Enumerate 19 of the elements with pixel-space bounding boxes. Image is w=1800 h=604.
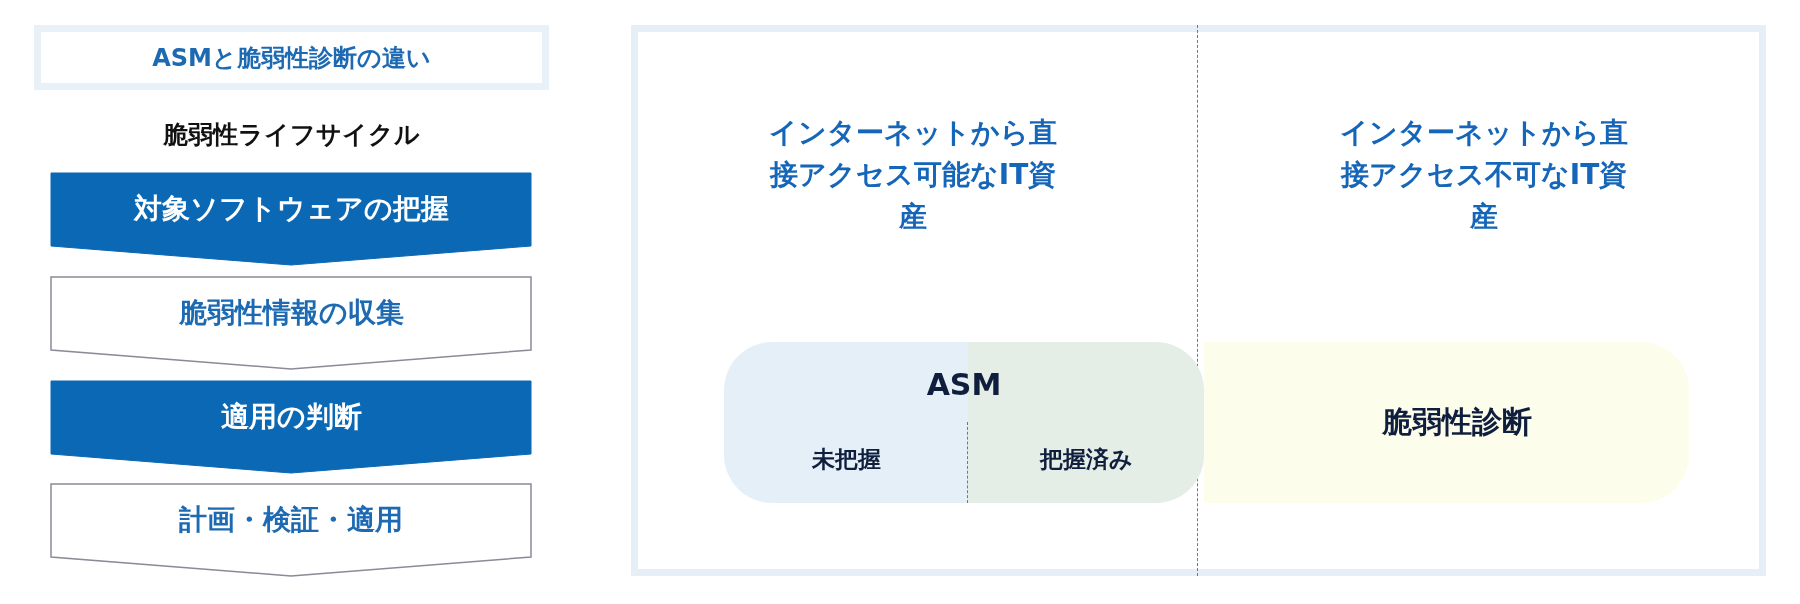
scope-pill	[1204, 342, 1689, 503]
step-banner	[50, 380, 532, 474]
step-label: 計画・検証・適用	[178, 502, 404, 538]
scope-pill	[724, 342, 1204, 503]
comparison-panel	[631, 25, 1766, 576]
segment-label: 未把握	[810, 445, 882, 474]
step-label: 対象ソフトウェアの把握	[132, 191, 450, 227]
step-banner	[50, 172, 532, 266]
section-heading: 脆弱性ライフサイクル	[161, 119, 421, 151]
step-label: 適用の判断	[219, 399, 363, 435]
pill-label: 脆弱性診断	[1381, 403, 1532, 441]
segment-label: 把握済み	[1038, 445, 1134, 474]
step-banner	[50, 483, 532, 577]
column-heading: インターネットから直接アクセス不可なIT資産	[1339, 115, 1629, 235]
step-banner	[50, 276, 532, 370]
title-box: ASMと脆弱性診断の違い	[34, 25, 549, 90]
column-heading: インターネットから直接アクセス可能なIT資産	[768, 115, 1058, 235]
pill-label: ASM	[925, 367, 1003, 402]
step-label: 脆弱性情報の収集	[177, 295, 405, 331]
